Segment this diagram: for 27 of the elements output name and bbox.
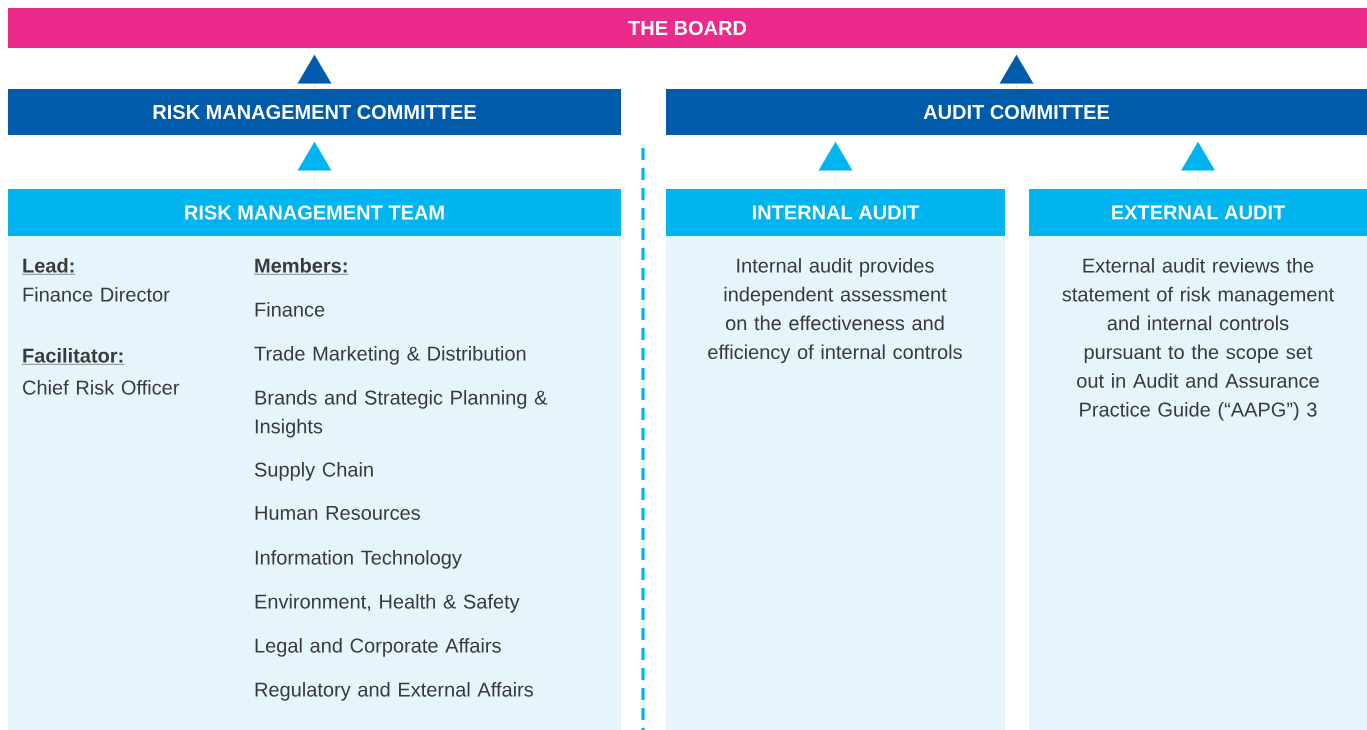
description-text: Internal audit provides independent assessment on the effectiveness and efficiency of internal controls — [708, 258, 962, 363]
list-item: Legal and Corporate Affairs — [255, 638, 501, 657]
panel-header: RISK MANAGEMENT TEAM — [8, 189, 621, 236]
list-item: Finance — [255, 302, 325, 317]
list-item: Brands and Strategic Planning & Insights — [255, 390, 548, 438]
arrow — [297, 141, 332, 190]
list-item: Information Technology — [255, 550, 462, 569]
list-item: Environment, Health & Safety — [255, 594, 520, 613]
list-item: Chief Risk Officer — [23, 380, 180, 395]
panel-header: EXTERNAL AUDIT — [1029, 189, 1367, 236]
field-label: Lead: — [21, 258, 76, 275]
field-label: Facilitator: — [21, 348, 125, 365]
field-label: Members: — [253, 258, 349, 275]
arrow — [297, 54, 332, 90]
header-band: AUDIT COMMITTEE — [666, 89, 1367, 135]
list-item: Human Resources — [255, 506, 420, 520]
arrow — [999, 54, 1034, 90]
description-text: External audit reviews the statement of risk management and internal controls pursuant to the scope set out in Audit and Assurance Practice Guide (“AAPG”) 3 — [1062, 258, 1334, 421]
list-item: Trade Marketing & Distribution — [254, 346, 526, 365]
arrow — [1181, 141, 1215, 190]
list-item: Regulatory and External Affairs — [255, 682, 533, 701]
list-item: Finance Director — [23, 287, 170, 302]
panel-header: INTERNAL AUDIT — [666, 189, 1005, 236]
arrow — [818, 141, 853, 190]
header-band: THE BOARD — [8, 8, 1367, 48]
header-band: RISK MANAGEMENT COMMITTEE — [8, 89, 621, 135]
list-item: Supply Chain — [254, 462, 373, 481]
